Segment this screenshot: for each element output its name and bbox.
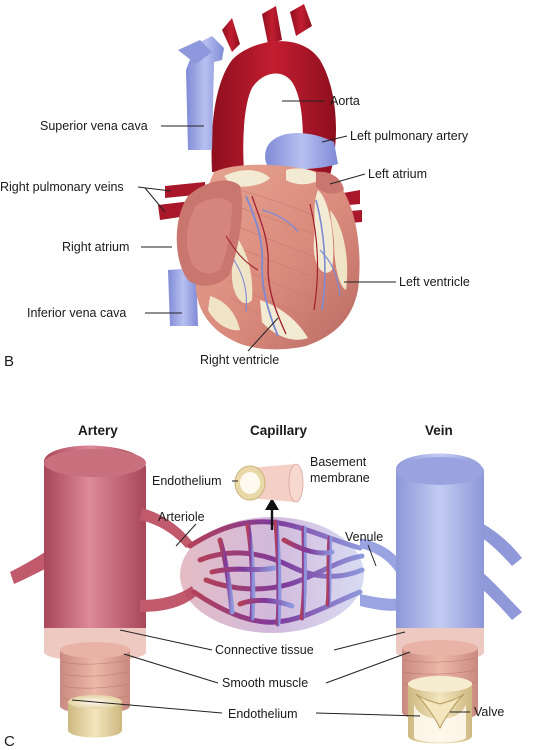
label-right-pulmonary-veins: Right pulmonary veins [0,180,124,194]
capillary-cross-section [234,463,304,503]
label-basement-membrane-line2: membrane [310,471,370,485]
vessels-labels: Artery Capillary Vein Endothelium Baseme… [4,423,504,750]
label-left-pulmonary-artery: Left pulmonary artery [350,129,469,143]
label-superior-vena-cava: Superior vena cava [40,119,148,133]
capillary-bed [180,463,365,633]
heart-labels: Aorta Superior vena cava Left pulmonary … [0,94,470,370]
header-capillary: Capillary [250,423,308,438]
label-left-atrium: Left atrium [368,167,427,181]
label-endothelium-capillary: Endothelium [152,474,222,488]
label-basement-membrane-line1: Basement [310,455,367,469]
heart-illustration [158,4,362,350]
vein-illustration [360,453,522,744]
label-left-ventricle: Left ventricle [399,275,470,289]
vessels-leader-lines [71,480,470,717]
panel-letter-c: C [4,733,15,750]
header-vein: Vein [425,423,453,438]
vessels-illustration [10,445,522,744]
label-arteriole: Arteriole [158,510,205,524]
label-right-atrium: Right atrium [62,240,129,254]
label-venule: Venule [345,530,383,544]
label-right-ventricle: Right ventricle [200,353,279,367]
artery-illustration [10,445,196,738]
header-artery: Artery [78,423,118,438]
panel-letter-b: B [4,353,14,370]
heart-leader-lines [137,100,396,352]
label-valve: Valve [474,705,504,719]
label-endothelium: Endothelium [228,707,298,721]
label-smooth-muscle: Smooth muscle [222,676,308,690]
label-inferior-vena-cava: Inferior vena cava [27,306,126,320]
label-connective-tissue: Connective tissue [215,643,314,657]
label-aorta: Aorta [330,94,360,108]
